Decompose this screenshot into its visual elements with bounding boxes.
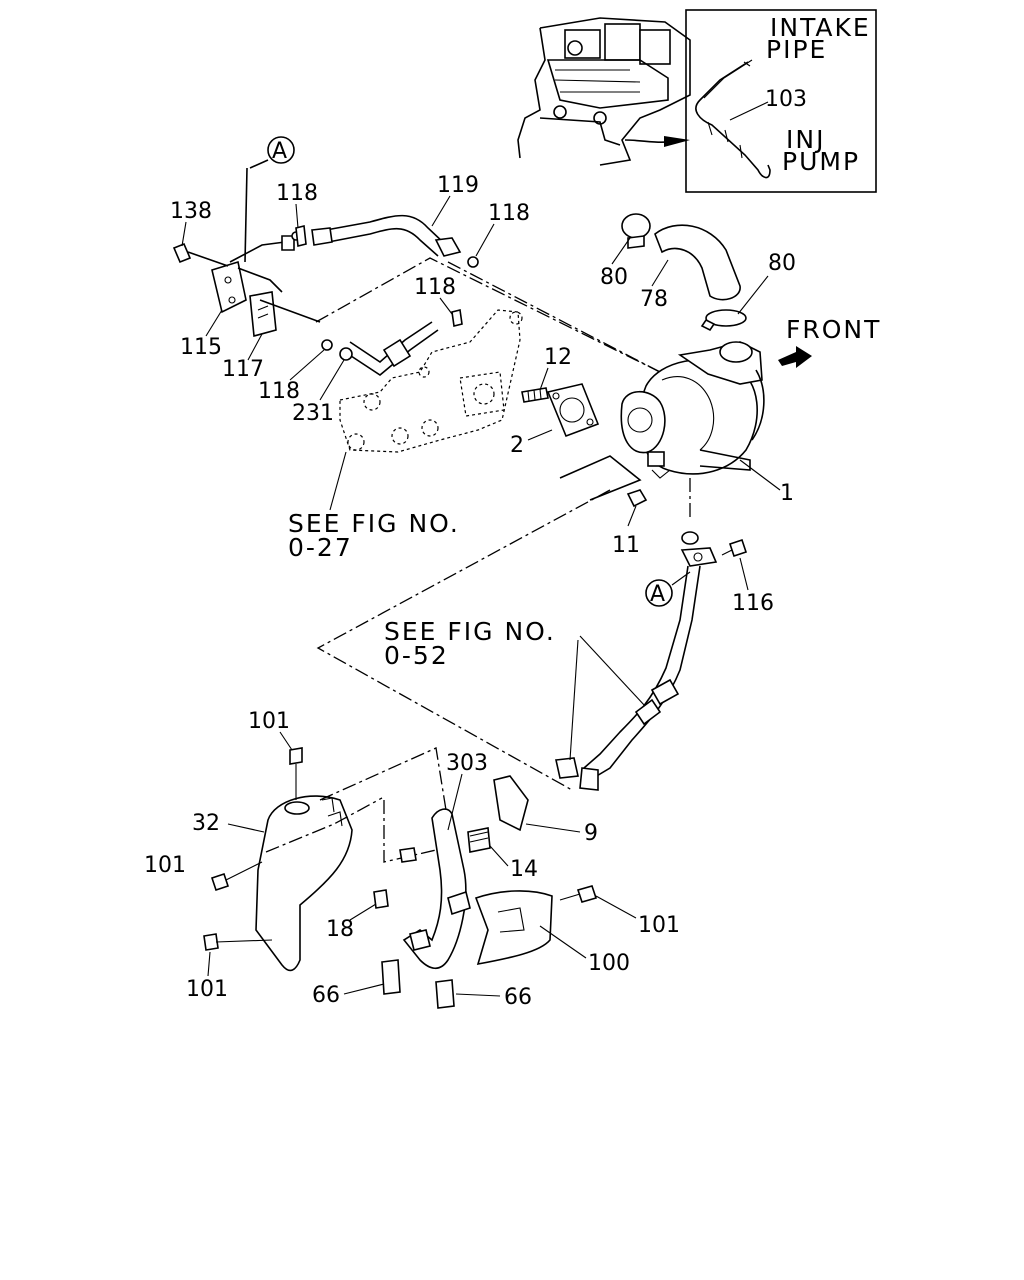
intake-hose [621, 213, 747, 332]
part-label-115: 115 [180, 335, 222, 360]
turbocharger [620, 341, 765, 479]
engine-overview-sketch [517, 17, 691, 166]
inj-label-line1: INJ [786, 125, 825, 154]
oil-drain-pipe: A [555, 531, 748, 791]
part-label-32: 32 [192, 811, 220, 836]
front-label: FRONT [786, 315, 881, 344]
part-label-1: 1 [780, 481, 794, 506]
part-label-103: 103 [765, 87, 807, 112]
part-labels: 138 118 119 118 118 115 117 118 231 12 2… [144, 173, 796, 1010]
intake-label-line2: PIPE [766, 35, 827, 64]
part-label-117: 117 [222, 357, 264, 382]
part-label-80-right: 80 [768, 251, 796, 276]
callout-a-top: A [244, 136, 295, 263]
part-label-11: 11 [612, 533, 640, 558]
part-label-2: 2 [510, 433, 524, 458]
part-label-78: 78 [640, 287, 668, 312]
part-label-101-top: 101 [248, 709, 290, 734]
part-label-100: 100 [588, 951, 630, 976]
part-label-9: 9 [584, 821, 598, 846]
intake-pipe-inset: INTAKE PIPE INJ PUMP 103 [685, 9, 877, 193]
assembly-reference-lines [315, 257, 691, 791]
part-label-118-right: 118 [488, 201, 530, 226]
stud-and-gasket [521, 383, 600, 438]
exhaust-manifold-reference [339, 309, 523, 453]
oil-return-pipe [321, 256, 479, 376]
nut-11 [559, 455, 648, 527]
part-label-116: 116 [732, 591, 774, 616]
inj-label-line2: PUMP [782, 147, 860, 176]
part-label-119: 119 [437, 173, 479, 198]
part-label-14: 14 [510, 857, 538, 882]
intake-label-line1: INTAKE [770, 13, 871, 42]
part-label-138: 138 [170, 199, 212, 224]
oil-pipe-bracket [172, 225, 321, 338]
part-label-101-right: 101 [638, 913, 680, 938]
part-label-80-left: 80 [600, 265, 628, 290]
part-label-18: 18 [326, 917, 354, 942]
part-label-66-right: 66 [504, 985, 532, 1010]
front-arrow: FRONT [778, 315, 881, 368]
part-label-303: 303 [446, 751, 488, 776]
oil-feed-pipe [311, 214, 462, 257]
see-fig-2-line2: 0-52 [384, 641, 449, 670]
part-label-118-top: 118 [276, 181, 318, 206]
see-fig-2-line1: SEE FIG NO. [384, 617, 556, 646]
part-label-118-low: 118 [258, 379, 300, 404]
part-label-66-left: 66 [312, 983, 340, 1008]
see-fig-0-27: SEE FIG NO. 0-27 [288, 451, 460, 562]
part-label-101-bottom: 101 [186, 977, 228, 1002]
callout-a-bottom-text: A [650, 582, 665, 607]
part-label-118-mid: 118 [414, 275, 456, 300]
see-fig-1-line1: SEE FIG NO. [288, 509, 460, 538]
callout-a-top-text: A [272, 139, 287, 164]
see-fig-0-52: SEE FIG NO. 0-52 [384, 617, 646, 761]
heat-shield-assembly [203, 747, 598, 1009]
part-label-101-left: 101 [144, 853, 186, 878]
see-fig-1-line2: 0-27 [288, 533, 353, 562]
part-label-231: 231 [292, 401, 334, 426]
part-label-12: 12 [544, 345, 572, 370]
